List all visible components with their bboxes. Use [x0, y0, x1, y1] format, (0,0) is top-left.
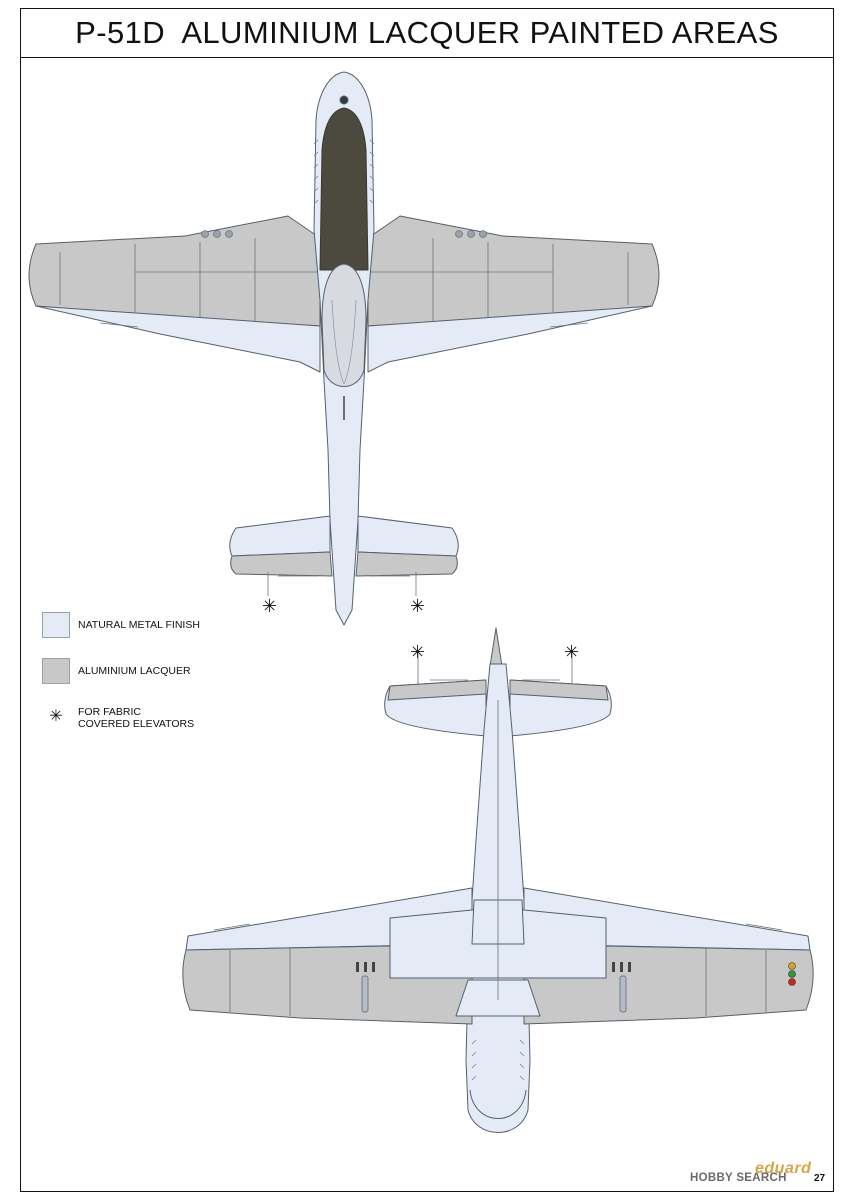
- legend-label: NATURAL METAL FINISH: [78, 619, 200, 631]
- page-title: P-51D ALUMINIUM LACQUER PAINTED AREAS: [75, 15, 779, 50]
- left-bomb-shackle: [361, 975, 369, 1013]
- asterisk-icon: ✳: [49, 708, 63, 725]
- legend-note-line-2: COVERED ELEVATORS: [78, 718, 195, 730]
- top-elevator-asterisk-right: ✳: [410, 596, 425, 616]
- legend-item-natural-metal: NATURAL METAL FINISH: [42, 612, 200, 638]
- legend-note: FOR FABRIC COVERED ELEVATORS: [78, 706, 194, 730]
- title-bar: P-51D ALUMINIUM LACQUER PAINTED AREAS: [20, 8, 834, 58]
- legend-label: ALUMINIUM LACQUER: [78, 665, 191, 677]
- top-wing-flaps: [35, 305, 653, 373]
- top-gun-ports: [201, 230, 487, 238]
- bottom-elevator-asterisk-left: ✳: [410, 642, 425, 662]
- bottom-elevator-asterisk-right: ✳: [564, 642, 579, 662]
- bottom-elevators: [387, 679, 609, 701]
- watermark: HOBBY SEARCH: [690, 1172, 787, 1184]
- bottom-view: [182, 627, 814, 1133]
- top-spinner: [339, 95, 349, 105]
- page-number: 27: [814, 1173, 826, 1184]
- bottom-nose: [469, 1089, 527, 1119]
- bottom-rocket-rails: [356, 962, 631, 972]
- top-elevator-asterisk-left: ✳: [262, 596, 277, 616]
- brand-logo: eduard: [755, 1160, 812, 1177]
- right-bomb-shackle: [619, 975, 627, 1013]
- top-wing-panel-lines: [59, 238, 629, 328]
- bottom-wing-panel-lines: [213, 700, 783, 1016]
- green-light-icon: [788, 970, 796, 978]
- red-light-icon: [788, 978, 796, 986]
- top-view: [28, 71, 660, 626]
- natural-metal-swatch: [42, 612, 70, 638]
- bottom-tail-fin: [489, 627, 503, 667]
- legend-item-fabric-elevators: ✳ FOR FABRIC COVERED ELEVATORS: [42, 706, 194, 730]
- top-exhaust-stacks: [313, 139, 375, 205]
- legend-item-aluminium-lacquer: ALUMINIUM LACQUER: [42, 658, 191, 684]
- aluminium-lacquer-swatch: [42, 658, 70, 684]
- top-canopy: [321, 263, 367, 387]
- legend-note-line-1: FOR FABRIC: [78, 706, 142, 718]
- top-anti-glare-panel: [319, 107, 369, 271]
- amber-light-icon: [788, 962, 796, 970]
